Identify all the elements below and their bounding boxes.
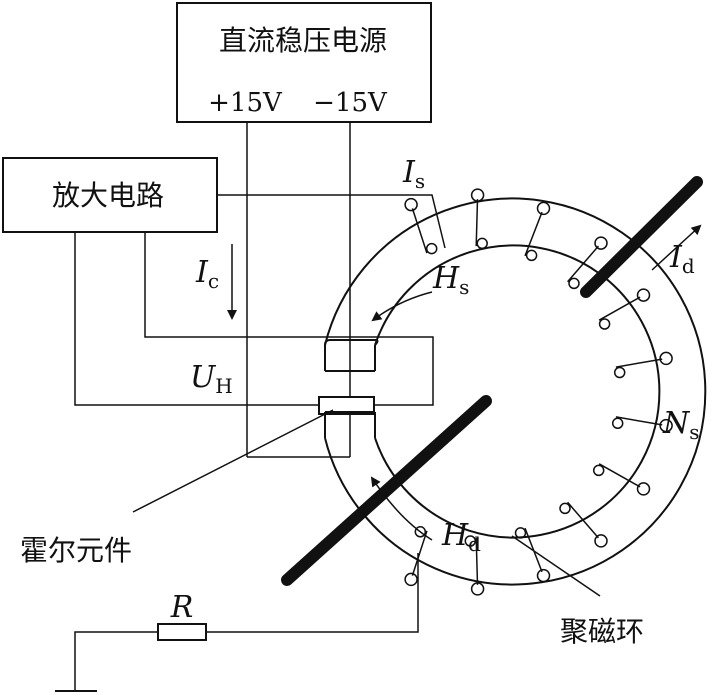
amplifier-box: 放大电路 (2, 157, 218, 233)
label-id: Id (669, 240, 695, 278)
winding-turn (567, 501, 599, 539)
sense-wires (74, 232, 434, 406)
label-ic: Ic (195, 255, 219, 293)
winding-bump (659, 351, 673, 366)
winding-ns (404, 188, 673, 596)
winding-bump (636, 482, 651, 496)
arrows (227, 224, 702, 541)
winding-bump (594, 236, 608, 250)
winding-turn (615, 416, 663, 426)
winding-turn (475, 199, 479, 247)
hall-element-label: 霍尔元件 (20, 534, 132, 567)
winding-turn (598, 296, 641, 321)
winding-turn (411, 530, 428, 576)
winding-bump-inner (425, 242, 438, 255)
winding-turn (598, 463, 641, 488)
label-is: Is (402, 155, 425, 193)
winding-bump-inner (592, 464, 605, 477)
winding-bump-inner (568, 277, 580, 290)
resistor: R (157, 590, 207, 641)
primary-conductor (281, 176, 703, 586)
winding-bump-inner (613, 366, 626, 379)
power-wires (246, 122, 351, 458)
winding-turn (411, 208, 428, 254)
toroid-core (324, 197, 707, 586)
winding-bump (404, 197, 418, 212)
winding-bump-inner (598, 318, 611, 330)
label-uh: UH (190, 360, 233, 398)
winding-bump (536, 568, 551, 583)
winding-bump-inner (611, 417, 624, 430)
resistor-label: R (170, 590, 194, 625)
power-supply-label: 直流稳压电源 (219, 24, 387, 57)
output-wire-is (217, 194, 446, 249)
plus-voltage-label: +15V (208, 88, 283, 118)
winding-bump (536, 201, 551, 216)
winding-bump (470, 188, 485, 202)
winding-bump (659, 418, 673, 433)
power-supply-box: 直流稳压电源 +15V −15V (176, 2, 432, 123)
winding-turn (615, 358, 663, 368)
leader-lines (132, 409, 601, 597)
label-hd: Hd (441, 518, 481, 556)
output-wire-r (55, 553, 419, 692)
winding-turn (475, 537, 479, 585)
winding-bump-inner (514, 527, 527, 539)
winding-bump (470, 582, 485, 596)
winding-bump-inner (464, 535, 477, 547)
winding-turn (567, 245, 599, 283)
label-ns: Ns (662, 406, 700, 444)
minus-voltage-label: −15V (313, 88, 388, 118)
core-label: 聚磁环 (560, 615, 644, 648)
symbol-labels: Is Ic Id Hs Hd UH Ns (190, 155, 700, 556)
winding-bump-inner (414, 526, 427, 538)
winding-bump (404, 572, 418, 587)
amplifier-label: 放大电路 (52, 179, 164, 212)
winding-turn (524, 211, 543, 257)
winding-bump (594, 534, 608, 548)
winding-bump-inner (476, 237, 488, 250)
winding-bump-inner (525, 249, 538, 262)
label-hs: Hs (432, 261, 469, 299)
winding-bump (636, 288, 651, 302)
winding-bump-inner (559, 502, 571, 515)
